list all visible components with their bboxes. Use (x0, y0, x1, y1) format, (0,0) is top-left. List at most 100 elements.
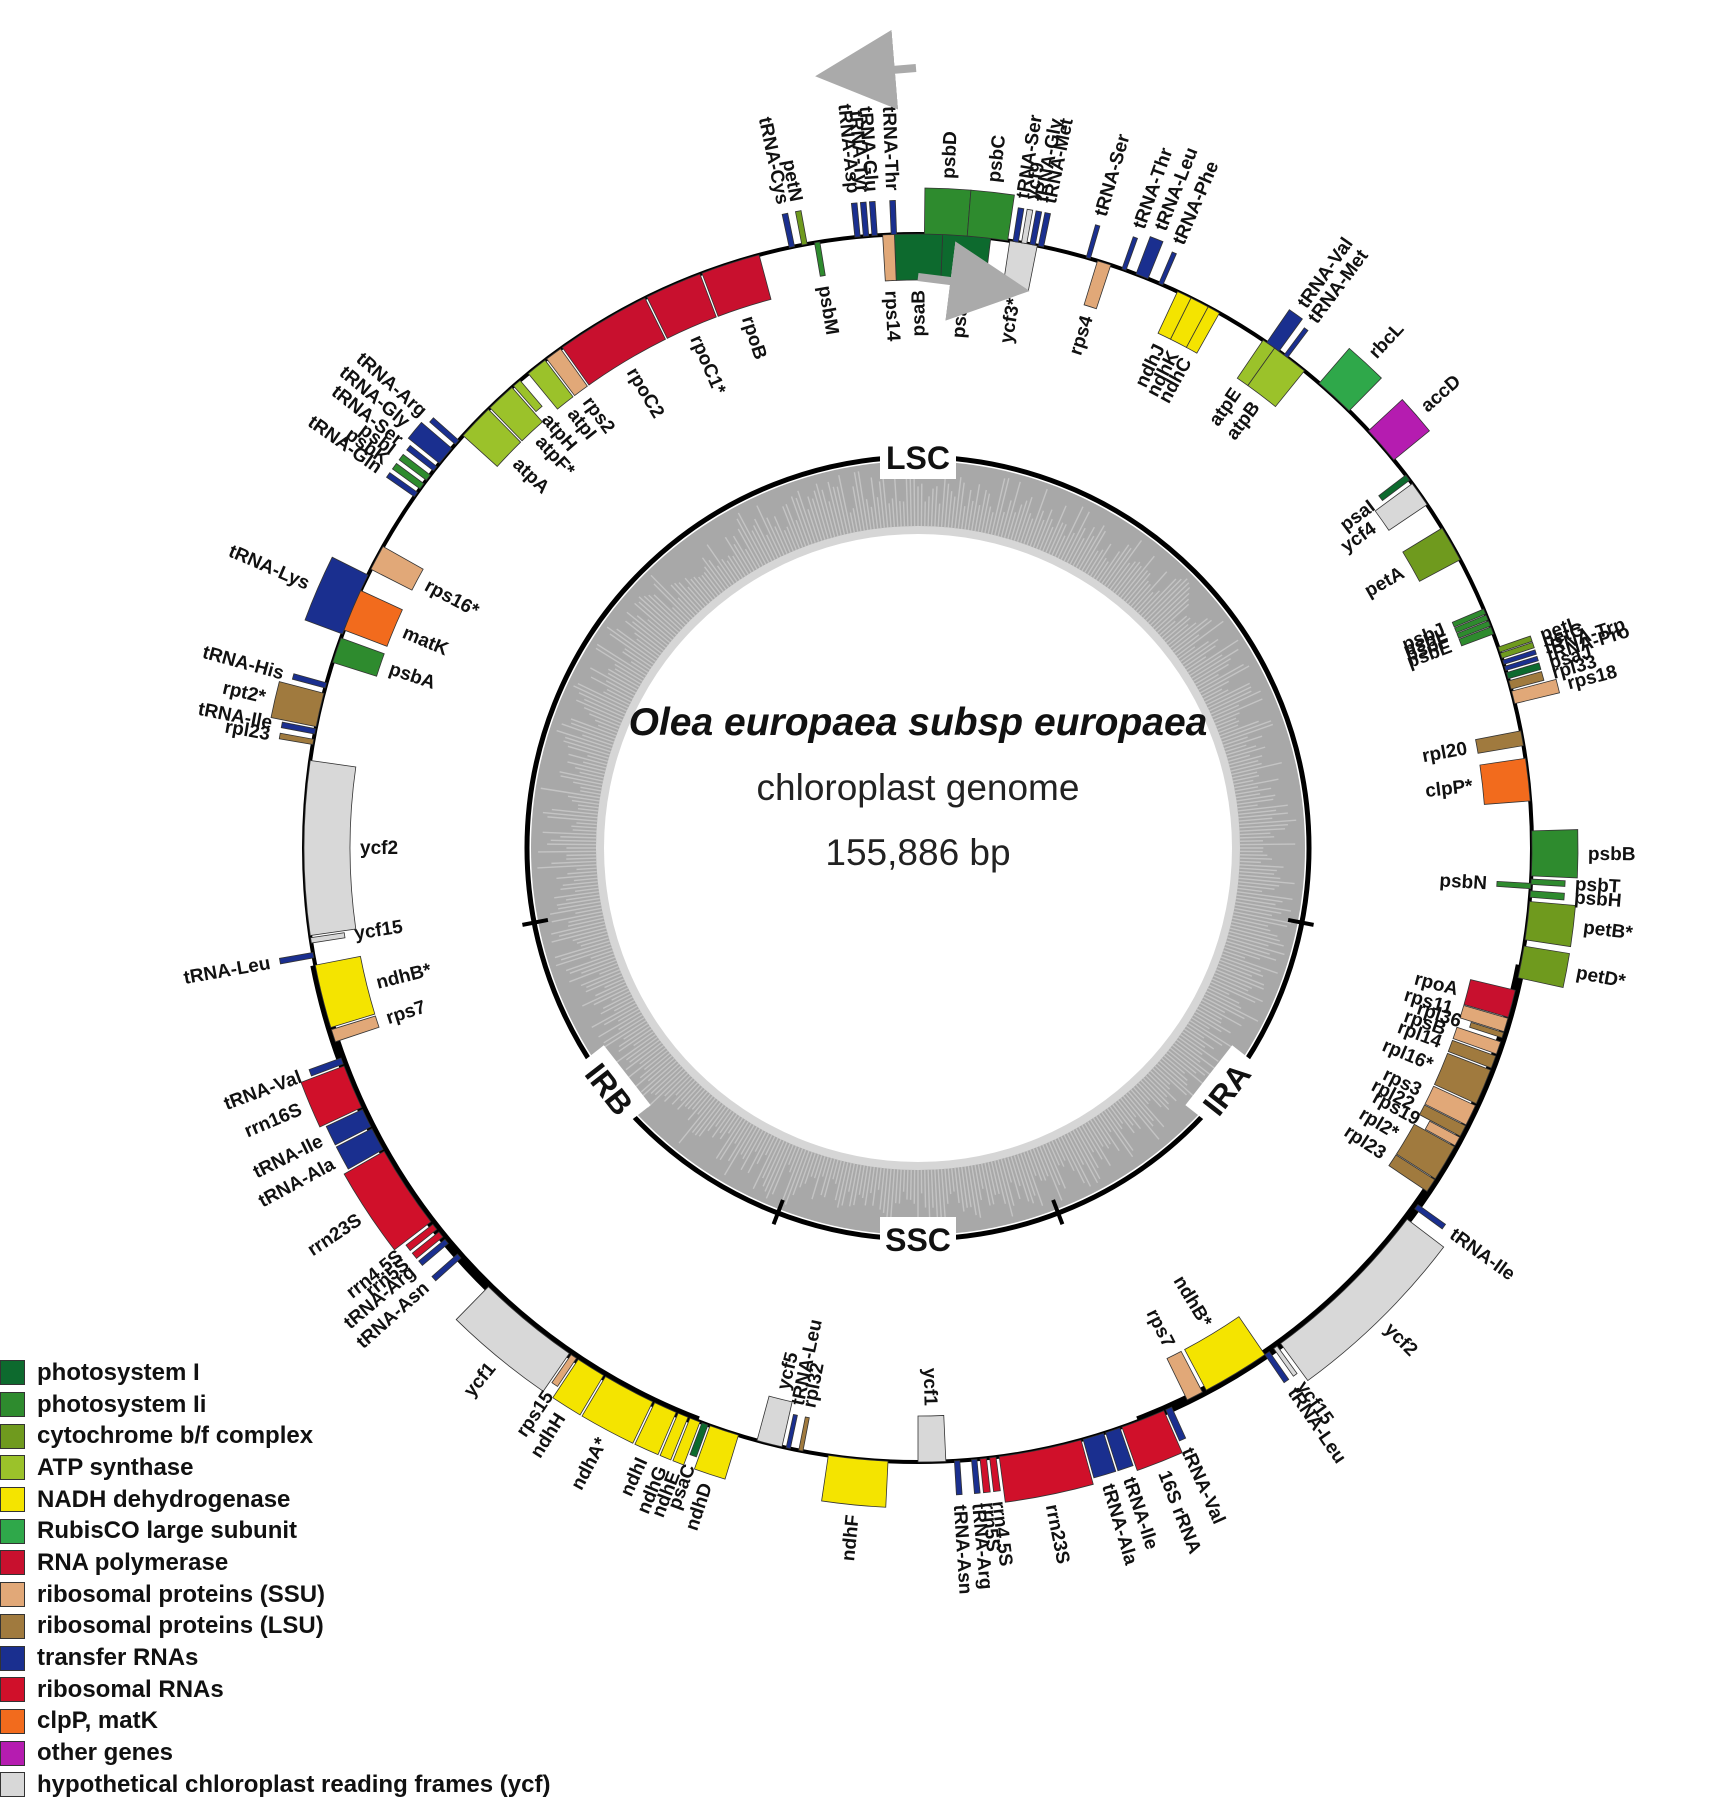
gc-tick (1176, 620, 1224, 657)
gc-tick (701, 574, 719, 597)
gc-tick (1189, 1019, 1240, 1053)
gc-tick (1154, 1065, 1187, 1096)
gc-tick (698, 576, 716, 599)
gc-tick (1020, 512, 1032, 544)
gc-tick (1228, 930, 1284, 947)
gc-tick (598, 1011, 642, 1038)
legend-label: other genes (37, 1739, 174, 1767)
gc-tick (719, 1112, 735, 1134)
gc-tick (878, 481, 886, 528)
gc-tick (1147, 582, 1190, 624)
gc-tick (542, 811, 598, 819)
gc-tick (680, 1082, 699, 1102)
gene-trna-thr (1121, 236, 1139, 271)
gene-psbf (1456, 620, 1491, 639)
gc-tick (1220, 956, 1261, 973)
gc-tick (1235, 897, 1276, 906)
gc-tick (538, 850, 597, 853)
gene-petd- (1517, 945, 1570, 988)
gc-tick (990, 478, 1006, 535)
gene-psbj (1451, 608, 1487, 628)
gc-tick (1226, 745, 1257, 756)
gc-tick (648, 594, 684, 629)
gc-tick (575, 907, 602, 915)
gc-tick (1209, 690, 1252, 712)
gc-tick (1072, 1129, 1101, 1180)
gc-tick (603, 1017, 645, 1044)
gene-rps2 (546, 348, 588, 397)
gc-tick (774, 526, 788, 555)
gc-tick (547, 816, 598, 822)
gc-tick (1159, 1060, 1188, 1086)
gc-tick (1169, 617, 1208, 649)
gc-tick (1032, 519, 1045, 548)
gc-tick (848, 1163, 856, 1192)
gc-tick (1230, 924, 1278, 937)
gc-tick (1182, 1031, 1206, 1048)
gc-tick (1163, 617, 1191, 641)
gene-rpsb (1452, 1026, 1502, 1055)
gene-trna-arg (971, 1458, 981, 1494)
gc-tick (974, 505, 981, 532)
gc-tick (876, 497, 882, 529)
gc-tick (834, 1161, 846, 1201)
gc-tick (964, 1166, 972, 1208)
gc-tick (677, 597, 696, 617)
gc-tick (1117, 565, 1142, 597)
gc-tick (1233, 779, 1254, 786)
gc-tick (706, 544, 735, 584)
gc-tick (611, 990, 630, 1001)
gene-rpl14 (1447, 1039, 1497, 1069)
gc-tick (602, 993, 632, 1010)
gc-tick (1048, 1141, 1060, 1166)
gc-tick (693, 576, 714, 601)
gc-tick (567, 761, 606, 772)
gc-tick (971, 484, 981, 531)
gc-tick (1163, 1055, 1186, 1074)
gc-tick (1207, 686, 1252, 709)
gc-content-noise (537, 470, 1297, 1229)
gene-label: rbcL (1365, 318, 1409, 363)
gc-tick (1109, 1106, 1124, 1125)
gc-tick (927, 496, 930, 527)
gene-psbn (1496, 880, 1532, 890)
legend-item-clp: clpP, matK (0, 1706, 640, 1738)
gc-tick (577, 804, 599, 809)
gc-tick (1054, 535, 1066, 557)
gc-tick (940, 1169, 947, 1226)
gc-tick (1063, 511, 1090, 562)
gc-tick (967, 500, 974, 531)
gc-tick (1209, 984, 1230, 996)
gc-tick (1149, 586, 1191, 626)
gc-tick (609, 633, 654, 665)
gc-tick (1225, 943, 1277, 961)
legend-item-rrna: ribosomal RNAs (0, 1674, 640, 1706)
gc-tick (643, 595, 682, 631)
gene-label: psbB (1588, 844, 1636, 865)
gc-tick (1238, 877, 1295, 885)
gc-tick (1142, 578, 1182, 619)
gc-tick (832, 1159, 839, 1180)
gc-tick (934, 486, 938, 527)
gc-tick (664, 1072, 689, 1097)
gene-label: psbT (1574, 874, 1621, 897)
gene-rpob (701, 254, 772, 317)
gc-tick (711, 1110, 733, 1138)
gc-tick (724, 536, 749, 575)
gc-tick (639, 1052, 671, 1079)
gc-tick (589, 713, 621, 727)
gc-tick (1178, 1036, 1203, 1056)
gc-tick (626, 1036, 658, 1061)
legend-label: ribosomal proteins (SSU) (37, 1580, 326, 1608)
gc-tick (764, 1141, 788, 1192)
gc-tick (624, 648, 653, 668)
gene-trna-ala (335, 1128, 384, 1170)
gc-tick (947, 491, 953, 528)
gc-tick (823, 1158, 836, 1198)
gc-tick (950, 496, 956, 528)
gc-tick (1137, 1082, 1162, 1108)
gene-ndhc (1185, 306, 1220, 354)
gc-tick (537, 864, 597, 869)
gc-tick (570, 722, 616, 740)
gc-tick (782, 506, 801, 549)
